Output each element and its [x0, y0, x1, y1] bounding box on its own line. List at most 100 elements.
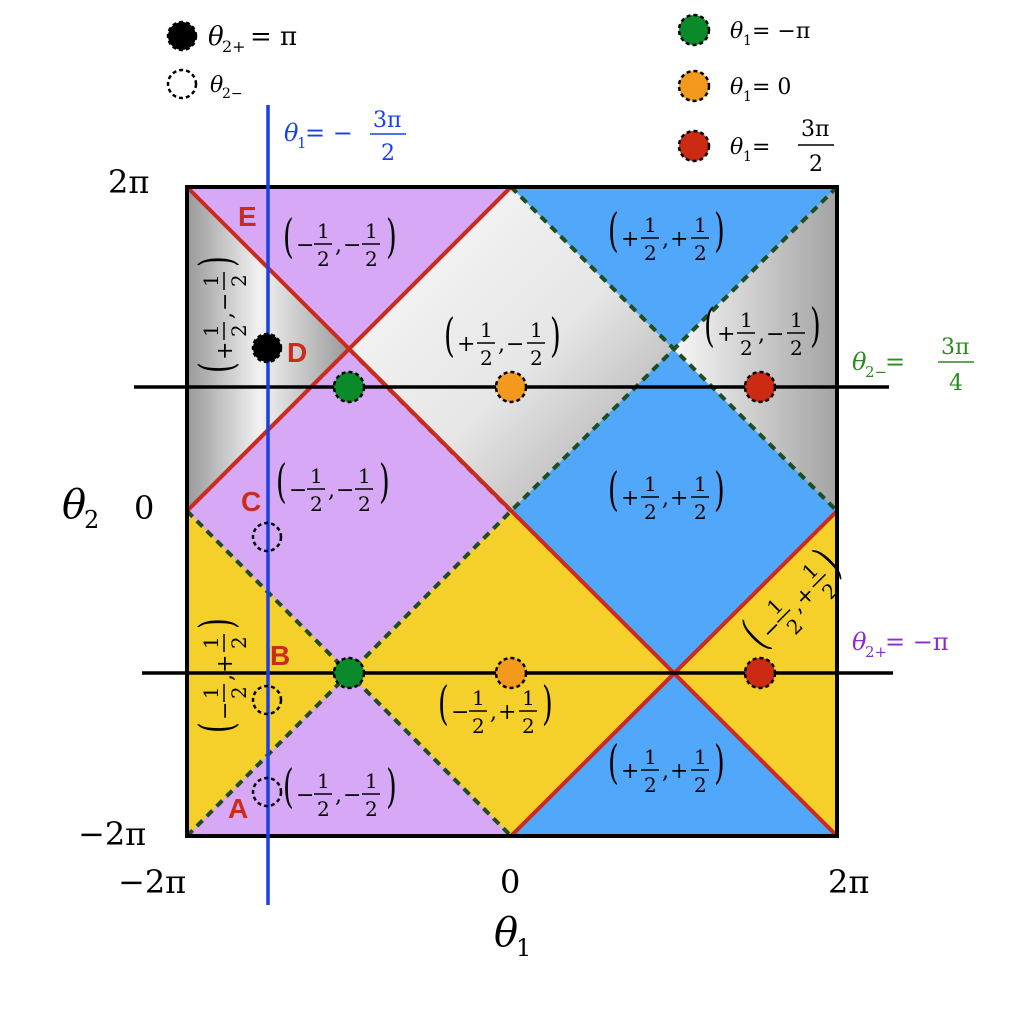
- svg-text:(: (: [283, 760, 294, 813]
- point-label-D: D: [287, 337, 307, 368]
- svg-text:+: +: [621, 486, 639, 511]
- marker-red-lower: [743, 656, 777, 690]
- svg-text:−: −: [451, 700, 469, 725]
- svg-text:,: ,: [213, 312, 238, 319]
- marker-hollow-A: [251, 776, 283, 808]
- svg-text:1: 1: [199, 324, 223, 337]
- svg-text:2: 2: [227, 636, 251, 649]
- svg-text:θ: θ: [730, 19, 743, 44]
- svg-text:2+: 2+: [222, 37, 246, 56]
- svg-text:1: 1: [644, 213, 657, 237]
- svg-text:1: 1: [694, 213, 707, 237]
- svg-text:−: −: [296, 233, 314, 258]
- svg-text:1: 1: [694, 745, 707, 769]
- point-label-E: E: [238, 201, 257, 232]
- svg-text:= −π: = −π: [752, 19, 810, 44]
- region-blue-bottom: [511, 673, 837, 836]
- svg-text:,: ,: [662, 486, 669, 511]
- svg-text:1: 1: [297, 134, 307, 152]
- svg-text:,: ,: [328, 478, 335, 503]
- legend-hollow: θ 2−: [166, 68, 243, 102]
- svg-text:1: 1: [516, 934, 531, 962]
- svg-text:(: (: [190, 362, 243, 373]
- marker-orange-upper: [494, 370, 528, 404]
- region-label-pp-middle: ( + 1 2 , + 1 2 ): [608, 463, 725, 524]
- svg-text:2: 2: [644, 773, 657, 797]
- svg-text:(: (: [283, 210, 294, 263]
- svg-text:2: 2: [809, 152, 823, 177]
- svg-text:−: −: [296, 783, 314, 808]
- marker-hollow-C: [251, 521, 283, 553]
- svg-text:): ): [386, 210, 397, 263]
- svg-text:): ): [810, 299, 821, 352]
- plot-frame: [185, 185, 839, 838]
- svg-text:,: ,: [662, 759, 669, 784]
- svg-text:2: 2: [694, 773, 707, 797]
- svg-text:,: ,: [213, 674, 238, 681]
- svg-text:θ: θ: [494, 910, 518, 956]
- region-label-mm-top: ( − 1 2 , − 1 2 ): [283, 210, 397, 271]
- svg-text:2: 2: [694, 241, 707, 265]
- svg-text:+: +: [498, 700, 516, 725]
- svg-text:): ): [386, 760, 397, 813]
- region-label-pp-top: ( + 1 2 , + 1 2 ): [608, 204, 725, 265]
- point-label-A: A: [228, 793, 248, 824]
- svg-text:2: 2: [472, 714, 485, 738]
- region-gray-right: [673, 187, 837, 511]
- legend-orange: θ 1 = 0: [677, 69, 791, 105]
- point-label-C: C: [241, 486, 261, 517]
- svg-text:2: 2: [227, 324, 251, 337]
- svg-text:): ): [190, 618, 243, 629]
- marker-red-upper: [743, 370, 777, 404]
- region-label-mm-bottom: ( − 1 2 , − 1 2 ): [283, 760, 397, 821]
- svg-text:1: 1: [358, 464, 371, 488]
- svg-text:): ): [714, 204, 725, 257]
- svg-text:1: 1: [743, 89, 752, 105]
- svg-text:,: ,: [335, 783, 342, 808]
- region-label-mm-middle: ( − 1 2 , − 1 2 ): [276, 455, 390, 516]
- svg-text:1: 1: [199, 636, 223, 649]
- svg-text:3π: 3π: [801, 117, 829, 142]
- svg-text:(: (: [608, 204, 619, 257]
- svg-text:1: 1: [365, 219, 378, 243]
- axis-labels: θ 1 θ 2: [62, 482, 531, 962]
- svg-text:(: (: [276, 455, 287, 508]
- svg-text:,: ,: [662, 227, 669, 252]
- region-labels: ( − 1 2 , − 1 2 ) ( + 1 2 , + 1 2 ) (: [190, 204, 850, 821]
- marker-green-lower: [332, 656, 366, 690]
- point-label-B: B: [270, 640, 290, 671]
- point-letters: E D C B A: [228, 201, 307, 824]
- svg-text:1: 1: [694, 472, 707, 496]
- svg-text:2: 2: [317, 797, 330, 821]
- svg-text:−: −: [343, 233, 361, 258]
- svg-text:θ: θ: [210, 73, 223, 98]
- y-tick-mid: 0: [134, 489, 154, 527]
- svg-text:(: (: [704, 299, 715, 352]
- svg-text:1: 1: [740, 308, 753, 332]
- axis-ticks: −2π 0 2π 2π 0 −2π: [78, 163, 869, 901]
- svg-text:2: 2: [644, 241, 657, 265]
- svg-text:2: 2: [790, 336, 803, 360]
- region-label-pp-bottom: ( + 1 2 , + 1 2 ): [608, 736, 725, 797]
- svg-text:2: 2: [358, 492, 371, 516]
- svg-text:−: −: [766, 322, 784, 347]
- svg-text:2: 2: [227, 686, 251, 699]
- svg-text:2: 2: [365, 247, 378, 271]
- svg-text:(: (: [190, 722, 243, 733]
- svg-text:= 0: = 0: [752, 75, 791, 100]
- svg-text:= −: = −: [305, 119, 353, 147]
- x-tick-left: −2π: [118, 863, 186, 901]
- svg-text:θ: θ: [62, 482, 86, 528]
- svg-text:3π: 3π: [941, 335, 969, 360]
- svg-text:−: −: [213, 702, 238, 720]
- markers: [251, 332, 777, 808]
- svg-text:+: +: [621, 227, 639, 252]
- svg-text:(: (: [608, 463, 619, 516]
- svg-text:1: 1: [199, 686, 223, 699]
- svg-text:2: 2: [644, 500, 657, 524]
- marker-orange-lower: [494, 656, 528, 690]
- svg-text:+: +: [213, 342, 238, 360]
- svg-text:): ): [714, 736, 725, 789]
- svg-text:2: 2: [310, 492, 323, 516]
